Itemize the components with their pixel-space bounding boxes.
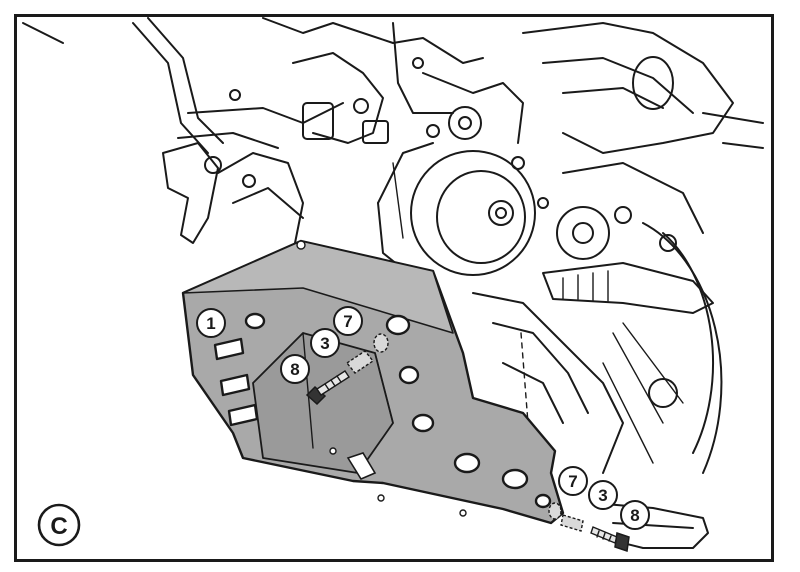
callout-7-upper-number: 7 [343, 312, 352, 331]
callout-8-upper-number: 8 [290, 360, 299, 379]
callout-7-lower: 7 [558, 466, 588, 496]
callout-8-upper: 8 [280, 354, 310, 384]
callout-8-lower-number: 8 [630, 506, 639, 525]
step-label: C [37, 503, 81, 547]
engine-line-art [22, 17, 764, 549]
skid-plate [181, 239, 565, 525]
callout-7-lower-number: 7 [568, 472, 577, 491]
callout-8-lower: 8 [620, 500, 650, 530]
callout-7-upper: 7 [333, 306, 363, 336]
assembly-illustration: 1 7 3 8 7 3 8 C [22, 17, 764, 552]
callout-1-number: 1 [206, 314, 215, 333]
callout-3-lower-number: 3 [598, 486, 607, 505]
step-label-letter: C [50, 513, 67, 540]
upper-fastener-stack [305, 333, 389, 406]
lower-fastener-stack [548, 502, 630, 552]
callout-3-upper-number: 3 [320, 334, 329, 353]
callout-3-lower: 3 [588, 480, 618, 510]
callout-1: 1 [196, 308, 226, 338]
callout-3-upper: 3 [310, 328, 340, 358]
diagram-frame: 1 7 3 8 7 3 8 C [14, 14, 774, 562]
